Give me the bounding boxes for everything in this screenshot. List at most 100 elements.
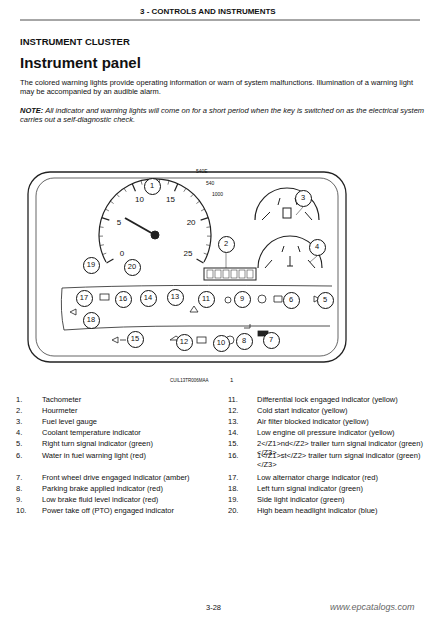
- callout-number: 12: [180, 338, 188, 346]
- needle-hub: [151, 231, 159, 239]
- pto-speed-label: 540E: [196, 168, 208, 174]
- callout-number: 7: [269, 336, 273, 344]
- callout-circle: 2: [218, 236, 235, 253]
- legend-number: 15.: [228, 439, 238, 448]
- callout-circle: 3: [295, 190, 312, 207]
- temperature-icon: [287, 256, 293, 266]
- dial-number: 25: [183, 249, 192, 259]
- indicator-band: [62, 285, 332, 288]
- indicator-band: [61, 288, 330, 330]
- hourmeter-digits: [207, 270, 253, 278]
- callout-number: 18: [87, 316, 95, 324]
- figure-code: CUIL13TR006MAA: [170, 378, 209, 383]
- callout-circle: 17: [76, 290, 93, 307]
- legend-number: 4.: [16, 428, 22, 437]
- legend-text: Right turn signal indicator (green): [42, 439, 222, 448]
- dial-number: 20: [187, 218, 196, 228]
- legend-text: Water in fuel warning light (red): [42, 451, 222, 460]
- callout-number: 5: [323, 296, 327, 304]
- legend-text: Side light indicator (green): [257, 495, 427, 504]
- callout-circle: 6: [283, 292, 300, 309]
- temperature-gauge-ticks: [265, 246, 315, 268]
- subsection-heading: Instrument panel: [20, 54, 320, 72]
- legend-text: Low engine oil pressure indicator (yello…: [257, 428, 427, 437]
- dial-number: 5: [117, 218, 121, 228]
- callout-circle: 18: [83, 312, 100, 329]
- watermark: www.epcatalogs.com: [330, 602, 415, 613]
- callout-circle: 12: [176, 334, 193, 351]
- legend-text: Coolant temperature indicator: [42, 428, 222, 437]
- callout-number: 6: [289, 296, 293, 304]
- legend-text: High beam headlight indicator (blue): [257, 506, 427, 515]
- legend-text: Fuel level gauge: [42, 417, 222, 426]
- callout-circle: 1: [144, 178, 161, 195]
- callout-circle: 8: [236, 333, 253, 350]
- pto-speed-label: 1000: [212, 191, 223, 197]
- callout-number: 15: [131, 335, 139, 343]
- panel-housing: [28, 172, 346, 362]
- legend-number: 5.: [16, 439, 22, 448]
- callout-circle: 11: [198, 291, 215, 308]
- dial-number: 15: [166, 195, 175, 205]
- legend-number: 6.: [16, 451, 22, 460]
- callout-number: 2: [224, 240, 228, 248]
- note-label: NOTE:: [20, 106, 43, 115]
- callout-circle: 16: [115, 291, 132, 308]
- callout-number: 9: [240, 295, 244, 303]
- hourmeter-display: [204, 268, 256, 280]
- note-text: All indicator and warning lights will co…: [20, 106, 424, 124]
- callout-number: 10: [217, 339, 225, 347]
- callout-circle: 4: [309, 239, 326, 256]
- callout-circle: 10: [213, 335, 230, 352]
- callout-number: 1: [150, 182, 154, 190]
- legend-text: Power take off (PTO) engaged indicator: [42, 506, 222, 515]
- fuel-gauge: [255, 188, 319, 220]
- legend-text: Cold start indicator (yellow): [257, 406, 427, 415]
- callout-circle: 15: [127, 331, 144, 348]
- legend-text: 1</Z1>st</Z2> trailer turn signal indica…: [257, 451, 427, 469]
- legend-number: 19.: [228, 495, 238, 504]
- legend-number: 14.: [228, 428, 238, 437]
- callout-number: 11: [202, 295, 210, 303]
- callout-number: 14: [144, 294, 152, 302]
- header-rule: [20, 20, 420, 21]
- legend-number: 17.: [228, 473, 238, 482]
- legend-number: 2.: [16, 406, 22, 415]
- legend-number: 8.: [16, 484, 22, 493]
- leader-lines: [226, 207, 317, 268]
- callout-number: 17: [80, 294, 88, 302]
- callout-number: 20: [128, 263, 136, 271]
- callout-number: 16: [119, 295, 127, 303]
- callout-number: 4: [315, 243, 319, 251]
- legend-number: 18.: [228, 484, 238, 493]
- panel-inner: [36, 178, 338, 356]
- dial-number: 10: [135, 195, 144, 205]
- legend-number: 12.: [228, 406, 238, 415]
- note-paragraph: NOTE: All indicator and warning lights w…: [20, 106, 425, 124]
- section-title: INSTRUMENT CLUSTER: [20, 36, 130, 47]
- legend-number: 9.: [16, 495, 22, 504]
- callout-circle: 14: [140, 290, 157, 307]
- callout-number: 3: [301, 194, 305, 202]
- tachometer-needle: [125, 218, 155, 235]
- legend-text: Low alternator charge indicator (red): [257, 473, 427, 482]
- legend-text: Hourmeter: [42, 406, 222, 415]
- legend-text: Air filter blocked indicator (yellow): [257, 417, 427, 426]
- legend-number: 11.: [228, 395, 238, 404]
- legend-number: 1.: [16, 395, 22, 404]
- callout-number: 13: [171, 293, 179, 301]
- callout-circle: 9: [234, 291, 251, 308]
- page-number: 3-28: [206, 603, 221, 612]
- legend-text: Parking brake applied indicator (red): [42, 484, 222, 493]
- legend-text: Differential lock engaged indicator (yel…: [257, 395, 427, 404]
- callout-number: 8: [242, 337, 246, 345]
- legend-text: Front wheel drive engaged indicator (amb…: [42, 473, 222, 482]
- legend-text: Tachometer: [42, 395, 222, 404]
- callout-circle: 13: [167, 289, 184, 306]
- dial-number: 0: [120, 249, 124, 259]
- figure-number: 1: [230, 377, 233, 384]
- legend-text: Low brake fluid level indicator (red): [42, 495, 222, 504]
- callout-circle: 20: [124, 259, 141, 276]
- legend-text: Left turn signal indicator (green): [257, 484, 427, 493]
- callout-number: 19: [87, 261, 95, 269]
